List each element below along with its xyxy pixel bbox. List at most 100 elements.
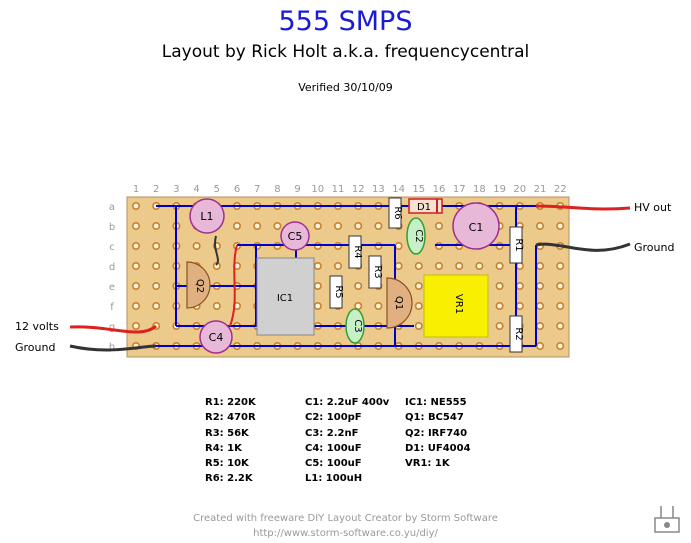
parts-list-item: IC1: NE555 (405, 397, 467, 408)
link-wire-red (229, 244, 238, 327)
board-hole (152, 261, 161, 270)
parts-list-item: R1: 220K (205, 397, 256, 408)
c5-label: C5 (288, 230, 303, 243)
column-label: 9 (294, 184, 300, 195)
board-hole (495, 301, 504, 310)
vr1-potentiometer (423, 274, 489, 338)
board-hole (556, 222, 565, 231)
c5-capacitor (280, 221, 310, 251)
board-hole (535, 301, 544, 310)
column-label: 22 (554, 184, 567, 195)
board-hole (273, 222, 282, 231)
board-hole (333, 261, 342, 270)
page-subtitle: Layout by Rick Holt a.k.a. frequencycent… (161, 42, 530, 62)
board-hole (152, 301, 161, 310)
row-label: a (109, 202, 115, 213)
l1-inductor (189, 198, 225, 234)
parts-list-item: R4: 1K (205, 442, 242, 454)
row-label: h (109, 342, 115, 353)
board-hole (313, 301, 322, 310)
page-title: 555 SMPS (278, 6, 413, 37)
column-label: 14 (392, 184, 405, 195)
board-hole (556, 341, 565, 350)
board-hole (132, 301, 141, 310)
vr1-label: VR1 (453, 294, 464, 314)
column-label: 11 (332, 184, 345, 195)
row-label: e (109, 282, 115, 293)
board-hole (414, 301, 423, 310)
board-hole (535, 321, 544, 330)
board-hole (374, 301, 383, 310)
board-hole (394, 242, 403, 251)
board-hole (556, 321, 565, 330)
board-hole (455, 261, 464, 270)
board-hole (556, 281, 565, 290)
r6-label: R6 (392, 206, 403, 219)
footer-url[interactable]: http://www.storm-software.co.yu/diy/ (253, 528, 438, 539)
board-hole (152, 281, 161, 290)
row-label: f (110, 302, 114, 313)
column-label: 7 (254, 184, 260, 195)
parts-list-item: Q1: BC547 (405, 412, 464, 424)
c1-label: C1 (469, 221, 484, 234)
board-hole (132, 242, 141, 251)
verified-date: Verified 30/10/09 (298, 81, 393, 94)
q1-label: Q1 (393, 296, 404, 310)
parts-list-item: R6: 2.2K (205, 473, 253, 485)
board-hole (212, 301, 221, 310)
board-hole (354, 281, 363, 290)
column-label: 10 (311, 184, 324, 195)
hv-out-label: HV out (634, 201, 672, 214)
parts-list-item: C2: 100pF (305, 412, 362, 424)
twelve-volts-wire (69, 324, 157, 334)
board-hole (313, 222, 322, 231)
c2-capacitor (406, 217, 426, 255)
row-label: d (109, 262, 115, 273)
board-hole (132, 202, 141, 211)
board-hole (132, 321, 141, 330)
c2-label: C2 (413, 229, 424, 242)
ic1-label: IC1 (277, 293, 293, 304)
board-hole (132, 261, 141, 270)
r1-label: R1 (513, 238, 524, 251)
board-hole (434, 261, 443, 270)
ground-right-wire (535, 242, 631, 252)
board-hole (152, 222, 161, 231)
parts-list-item: C5: 100uF (305, 458, 362, 470)
column-label: 20 (513, 184, 526, 195)
parts-list-item: C4: 100uF (305, 442, 362, 454)
board-hole (374, 222, 383, 231)
diy-logo-icon (654, 506, 680, 533)
board-hole (515, 281, 524, 290)
c1-capacitor (452, 202, 500, 250)
column-label: 17 (453, 184, 466, 195)
column-label: 8 (274, 184, 280, 195)
board-hole (434, 222, 443, 231)
board-hole (354, 301, 363, 310)
parts-list-item: Q2: IRF740 (405, 427, 468, 439)
c3-capacitor (345, 308, 365, 344)
d1-diode (408, 198, 443, 214)
parts-list-item: D1: UF4004 (405, 442, 471, 454)
board-hole (253, 222, 262, 231)
ic1-chip (256, 257, 315, 336)
footer-credit: Created with freeware DIY Layout Creator… (193, 513, 498, 524)
r1-resistor (509, 226, 523, 264)
board-hole (495, 321, 504, 330)
l1-label: L1 (200, 210, 213, 223)
r5-label: R5 (333, 285, 344, 298)
q2-transistor (186, 261, 211, 309)
column-label: 1 (133, 184, 139, 195)
column-label: 19 (493, 184, 506, 195)
board-hole (233, 222, 242, 231)
column-label: 18 (473, 184, 486, 195)
hv-out-wire (535, 204, 631, 211)
board-hole (535, 341, 544, 350)
board-hole (313, 281, 322, 290)
d1-label: D1 (417, 202, 431, 213)
r3-resistor (368, 255, 382, 289)
